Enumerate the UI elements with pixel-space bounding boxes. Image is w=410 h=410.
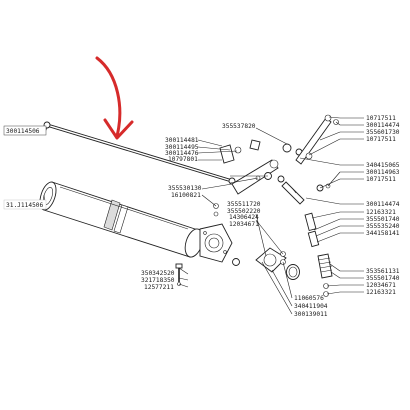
callout-box-rod (3, 125, 47, 136)
label-right-12: 344158141 (366, 230, 400, 237)
label-31j114506: 31.J114506 (6, 202, 44, 209)
long-rod (43, 121, 236, 185)
label-355502220: 355502220 (227, 208, 261, 215)
label-10797801: 10797801 (168, 156, 198, 163)
leader-lines (43, 116, 341, 315)
label-300114495: 300114495 (165, 144, 199, 151)
label-321718350: 321718350 (141, 277, 175, 284)
label-14306424: 14306424 (229, 214, 259, 221)
label-right-4: 10717511 (366, 136, 396, 143)
label-right-11: 355535240 (366, 223, 400, 230)
label-300114481: 300114481 (165, 137, 199, 144)
label-right-3: 355601730 (366, 129, 400, 136)
label-355530130: 355530130 (168, 185, 202, 192)
label-right-15: 12034671 (366, 282, 396, 289)
bolt (175, 263, 183, 286)
red-arrow-icon (95, 56, 134, 140)
callout-labels: 300114506 31.J114506 300114481 300114495… (6, 115, 400, 318)
lower-flange (255, 247, 300, 280)
label-right-14: 355501740 (366, 275, 400, 282)
label-right-10: 355501740 (366, 216, 400, 223)
label-12577211: 12577211 (144, 284, 174, 291)
label-355511720: 355511720 (227, 201, 261, 208)
spring-damper (304, 212, 333, 297)
label-300139011: 300139011 (294, 311, 328, 318)
label-300114506: 300114506 (6, 128, 40, 135)
label-right-7: 10717511 (366, 176, 396, 183)
label-right-9: 12163321 (366, 209, 396, 216)
label-right-8: 300114474 (366, 201, 400, 208)
callout-box-cylinder (3, 199, 47, 210)
label-355537820: 355537820 (222, 123, 256, 130)
label-340411904: 340411904 (294, 303, 328, 310)
label-16100821: 16100821 (171, 192, 201, 199)
mid-linkage (264, 172, 331, 205)
label-right-6: 300114963 (366, 169, 400, 176)
upper-linkage (282, 114, 339, 165)
mounting-flange (199, 203, 240, 266)
label-right-16: 12163321 (366, 289, 396, 296)
label-11060576: 11060576 (294, 295, 324, 302)
label-12034671: 12034671 (229, 221, 259, 228)
label-right-5: 340415065 (366, 162, 400, 169)
label-350342520: 350342520 (141, 270, 175, 277)
label-right-13: 353561131 (366, 268, 400, 275)
label-right-1: 10717511 (366, 115, 396, 122)
label-300114476: 300114476 (165, 150, 199, 157)
right-column-stubs (340, 117, 364, 293)
label-right-2: 300114474 (366, 122, 400, 129)
